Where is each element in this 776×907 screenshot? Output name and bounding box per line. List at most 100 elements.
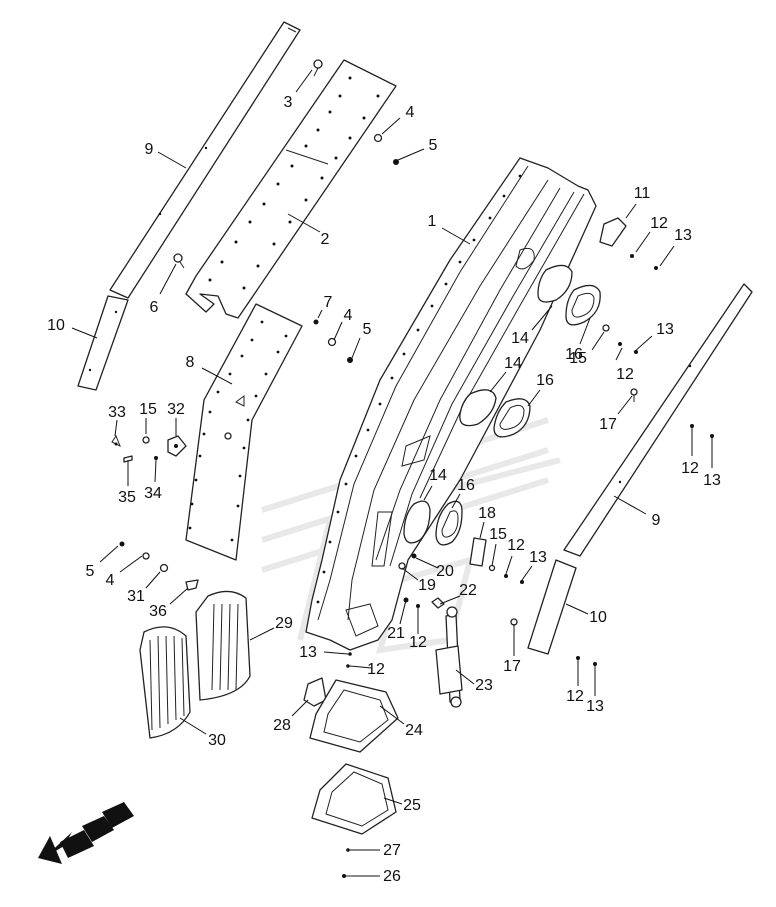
callout-label-c11: 11 — [634, 185, 651, 202]
callout-label-c12d: 12 — [507, 537, 525, 554]
callout-label-c16c: 16 — [457, 477, 475, 494]
leader-line-c14b — [489, 371, 507, 393]
part-28-bracket — [303, 677, 327, 707]
callout-label-c12a: 12 — [650, 215, 668, 232]
part-14-gasket-mid — [459, 389, 497, 427]
leader-line-c19 — [401, 567, 419, 581]
leader-line-c13d — [521, 565, 533, 581]
callout-label-c13e: 13 — [299, 644, 317, 661]
callout-label-c34: 34 — [144, 485, 162, 502]
callout-label-c12b: 12 — [616, 366, 634, 383]
callout-label-c32: 32 — [167, 401, 185, 418]
leader-line-c5c — [99, 545, 119, 563]
callout-label-c9b: 9 — [652, 512, 661, 529]
direction-arrow-icon — [38, 802, 134, 864]
leader-line-c10a — [71, 327, 98, 339]
part-23-gas-cylinder — [435, 606, 463, 708]
callout-label-c5c: 5 — [86, 563, 95, 580]
part-18-block — [469, 537, 487, 567]
callout-label-c16b: 16 — [536, 372, 554, 389]
callout-label-c27: 27 — [383, 842, 401, 859]
callout-label-c15a: 15 — [569, 350, 587, 367]
leader-line-c12a — [635, 231, 651, 253]
callout-label-c7: 7 — [324, 294, 333, 311]
leader-line-c16c — [451, 493, 461, 509]
fasteners-7-4-5 — [313, 319, 353, 363]
callout-label-c12f: 12 — [367, 661, 385, 678]
callout-label-c13b: 13 — [656, 321, 674, 338]
leader-line-c20 — [415, 557, 439, 569]
callout-label-c16a: 16 — [565, 346, 583, 363]
leader-line-c12b — [615, 347, 623, 361]
part-5-nut — [393, 159, 399, 165]
callout-label-c10a: 10 — [47, 317, 65, 334]
part-3-screw — [313, 59, 323, 77]
callout-label-c12c: 12 — [681, 460, 699, 477]
part-14-gasket-lower — [403, 500, 431, 544]
callout-label-c31: 31 — [127, 588, 145, 605]
part-9-left-strip — [109, 21, 301, 299]
callout-label-c26: 26 — [383, 868, 401, 885]
leader-line-c13a — [659, 245, 675, 267]
callout-label-c23: 23 — [475, 677, 493, 694]
callout-label-c14b: 14 — [504, 355, 522, 372]
callout-label-c20: 20 — [436, 563, 454, 580]
leader-line-c5b — [351, 337, 361, 359]
leader-line-c16b — [527, 389, 541, 407]
leader-line-c29 — [249, 627, 275, 641]
part-8-panel — [185, 303, 303, 561]
callout-label-c5b: 5 — [363, 321, 372, 338]
leader-line-c25 — [383, 797, 403, 805]
callout-label-c13f: 13 — [586, 698, 604, 715]
leader-line-c10b — [565, 603, 589, 615]
part-16-frame-upper — [565, 284, 601, 326]
leader-line-c5a — [397, 148, 425, 161]
callout-label-c13d: 13 — [529, 549, 547, 566]
part-9-right-strip — [563, 283, 753, 557]
part-16-frame-lower — [435, 500, 463, 546]
part-24-frame — [309, 679, 399, 753]
callout-label-c4c: 4 — [106, 572, 115, 589]
callout-label-c1: 1 — [428, 213, 437, 230]
callout-label-c21: 21 — [387, 625, 405, 642]
leader-line-c4b — [333, 321, 343, 341]
right-fasteners-upper — [602, 254, 714, 438]
callout-label-c30: 30 — [208, 732, 226, 749]
callout-label-c4a: 4 — [406, 104, 415, 121]
callout-label-c9a: 9 — [145, 141, 154, 158]
leader-line-c17a — [617, 395, 633, 415]
parts-26-27 — [342, 848, 356, 878]
leader-line-c15c — [491, 543, 497, 567]
leader-line-c12f — [349, 665, 373, 669]
left-fasteners-lower — [119, 541, 199, 591]
leader-line-c28 — [291, 699, 309, 717]
part-10-left-strip — [77, 295, 129, 391]
callout-label-c13a: 13 — [674, 227, 692, 244]
callout-label-c19: 19 — [418, 577, 436, 594]
leader-line-c36 — [169, 587, 189, 605]
leader-line-c12d — [505, 555, 513, 575]
callout-label-c5a: 5 — [429, 137, 438, 154]
lower-fasteners — [346, 652, 352, 668]
callout-label-c2: 2 — [321, 231, 330, 248]
callout-label-c17a: 17 — [599, 416, 617, 433]
leader-line-c33 — [114, 419, 118, 437]
part-2-panel — [185, 59, 397, 319]
part-6-screw — [173, 253, 185, 269]
leader-line-c1 — [441, 227, 471, 245]
parts-21-22 — [403, 597, 445, 609]
callout-label-c15b: 15 — [139, 401, 157, 418]
callout-label-c3: 3 — [284, 94, 293, 111]
callout-label-c36: 36 — [149, 603, 167, 620]
leader-line-c24 — [379, 705, 405, 725]
leader-line-c15a — [591, 331, 605, 351]
part-4-washer — [373, 133, 383, 143]
callout-label-c13c: 13 — [703, 472, 721, 489]
callout-label-c25: 25 — [403, 797, 421, 814]
leader-line-c3 — [295, 69, 313, 93]
part-1-main-column — [305, 157, 597, 651]
callout-label-c6: 6 — [150, 299, 159, 316]
leader-line-c14a — [531, 305, 553, 331]
callout-label-c8: 8 — [186, 354, 195, 371]
